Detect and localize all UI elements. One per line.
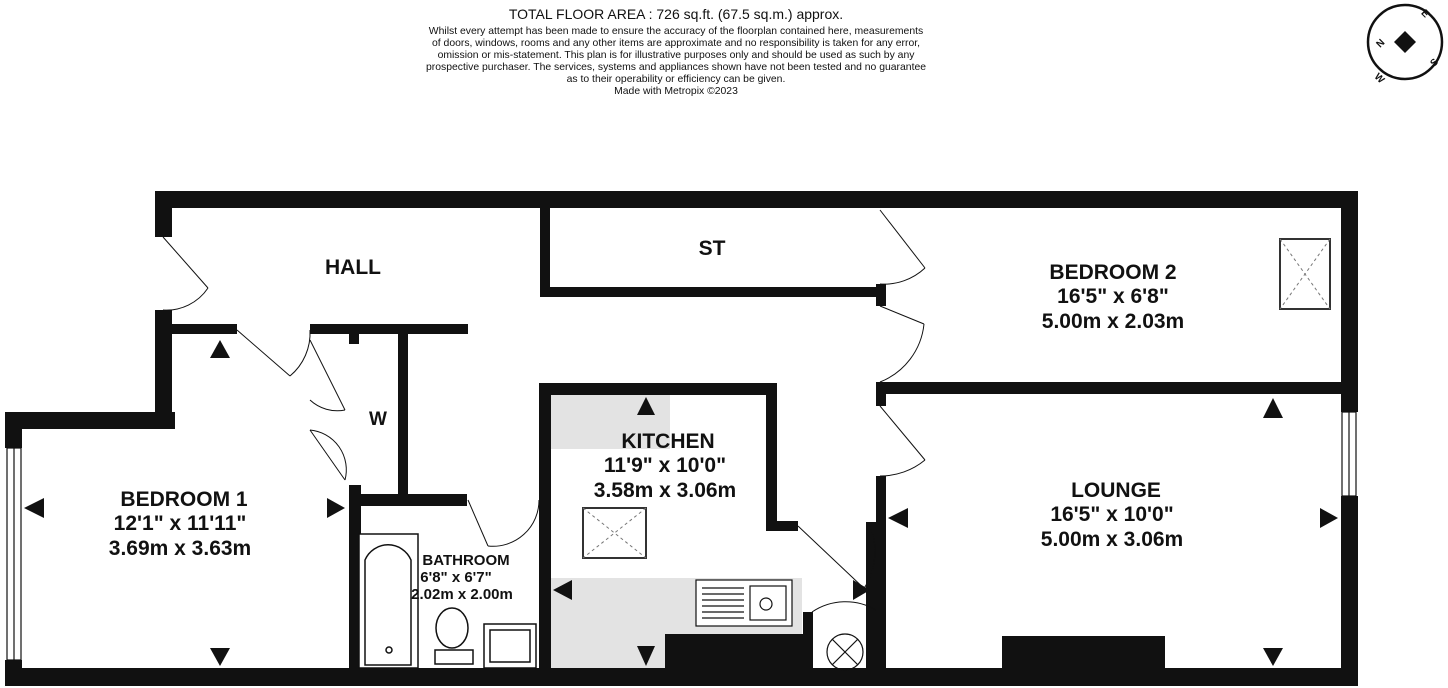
lounge-imperial: 16'5" x 10'0" bbox=[1050, 503, 1173, 526]
room-label-bedroom2: BEDROOM 2 bbox=[1049, 261, 1176, 284]
room-label-store: ST bbox=[699, 237, 726, 260]
bathroom-imperial: 6'8" x 6'7" bbox=[420, 569, 491, 586]
kitchen-imperial: 11'9" x 10'0" bbox=[604, 454, 726, 477]
plan-header: TOTAL FLOOR AREA : 726 sq.ft. (67.5 sq.m… bbox=[380, 6, 972, 98]
dimension-arrows bbox=[24, 340, 1338, 666]
bathroom-fittings bbox=[358, 533, 537, 669]
bedroom1-imperial: 12'1" x 11'11" bbox=[114, 512, 247, 535]
room-label-hall: HALL bbox=[325, 256, 381, 279]
walls bbox=[5, 191, 1358, 686]
compass-icon: N E S W bbox=[1366, 3, 1444, 86]
bedroom2-imperial: 16'5" x 6'8" bbox=[1057, 285, 1169, 308]
disclaimer-text: Whilst every attempt has been made to en… bbox=[425, 26, 927, 85]
skylight-icons bbox=[582, 238, 1331, 559]
doors bbox=[162, 209, 926, 613]
lounge-metric: 5.00m x 3.06m bbox=[1041, 528, 1183, 551]
bathroom-metric: 2.02m x 2.00m bbox=[411, 586, 513, 603]
windows bbox=[6, 411, 1357, 661]
kitchen-metric: 3.58m x 3.06m bbox=[594, 479, 736, 502]
room-label-lounge: LOUNGE bbox=[1071, 479, 1161, 502]
room-label-bedroom1: BEDROOM 1 bbox=[120, 488, 248, 511]
kitchen-sink-icon bbox=[695, 579, 864, 671]
room-label-bathroom: BATHROOM bbox=[422, 552, 509, 569]
room-label-kitchen: KITCHEN bbox=[621, 430, 714, 453]
bedroom2-metric: 5.00m x 2.03m bbox=[1042, 310, 1184, 333]
bedroom1-metric: 3.69m x 3.63m bbox=[109, 537, 251, 560]
boiler-icon bbox=[826, 633, 864, 671]
total-floor-area: TOTAL FLOOR AREA : 726 sq.ft. (67.5 sq.m… bbox=[508, 6, 844, 22]
made-with-credit: Made with Metropix ©2023 bbox=[614, 86, 738, 97]
room-label-wardrobe: W bbox=[369, 409, 387, 430]
